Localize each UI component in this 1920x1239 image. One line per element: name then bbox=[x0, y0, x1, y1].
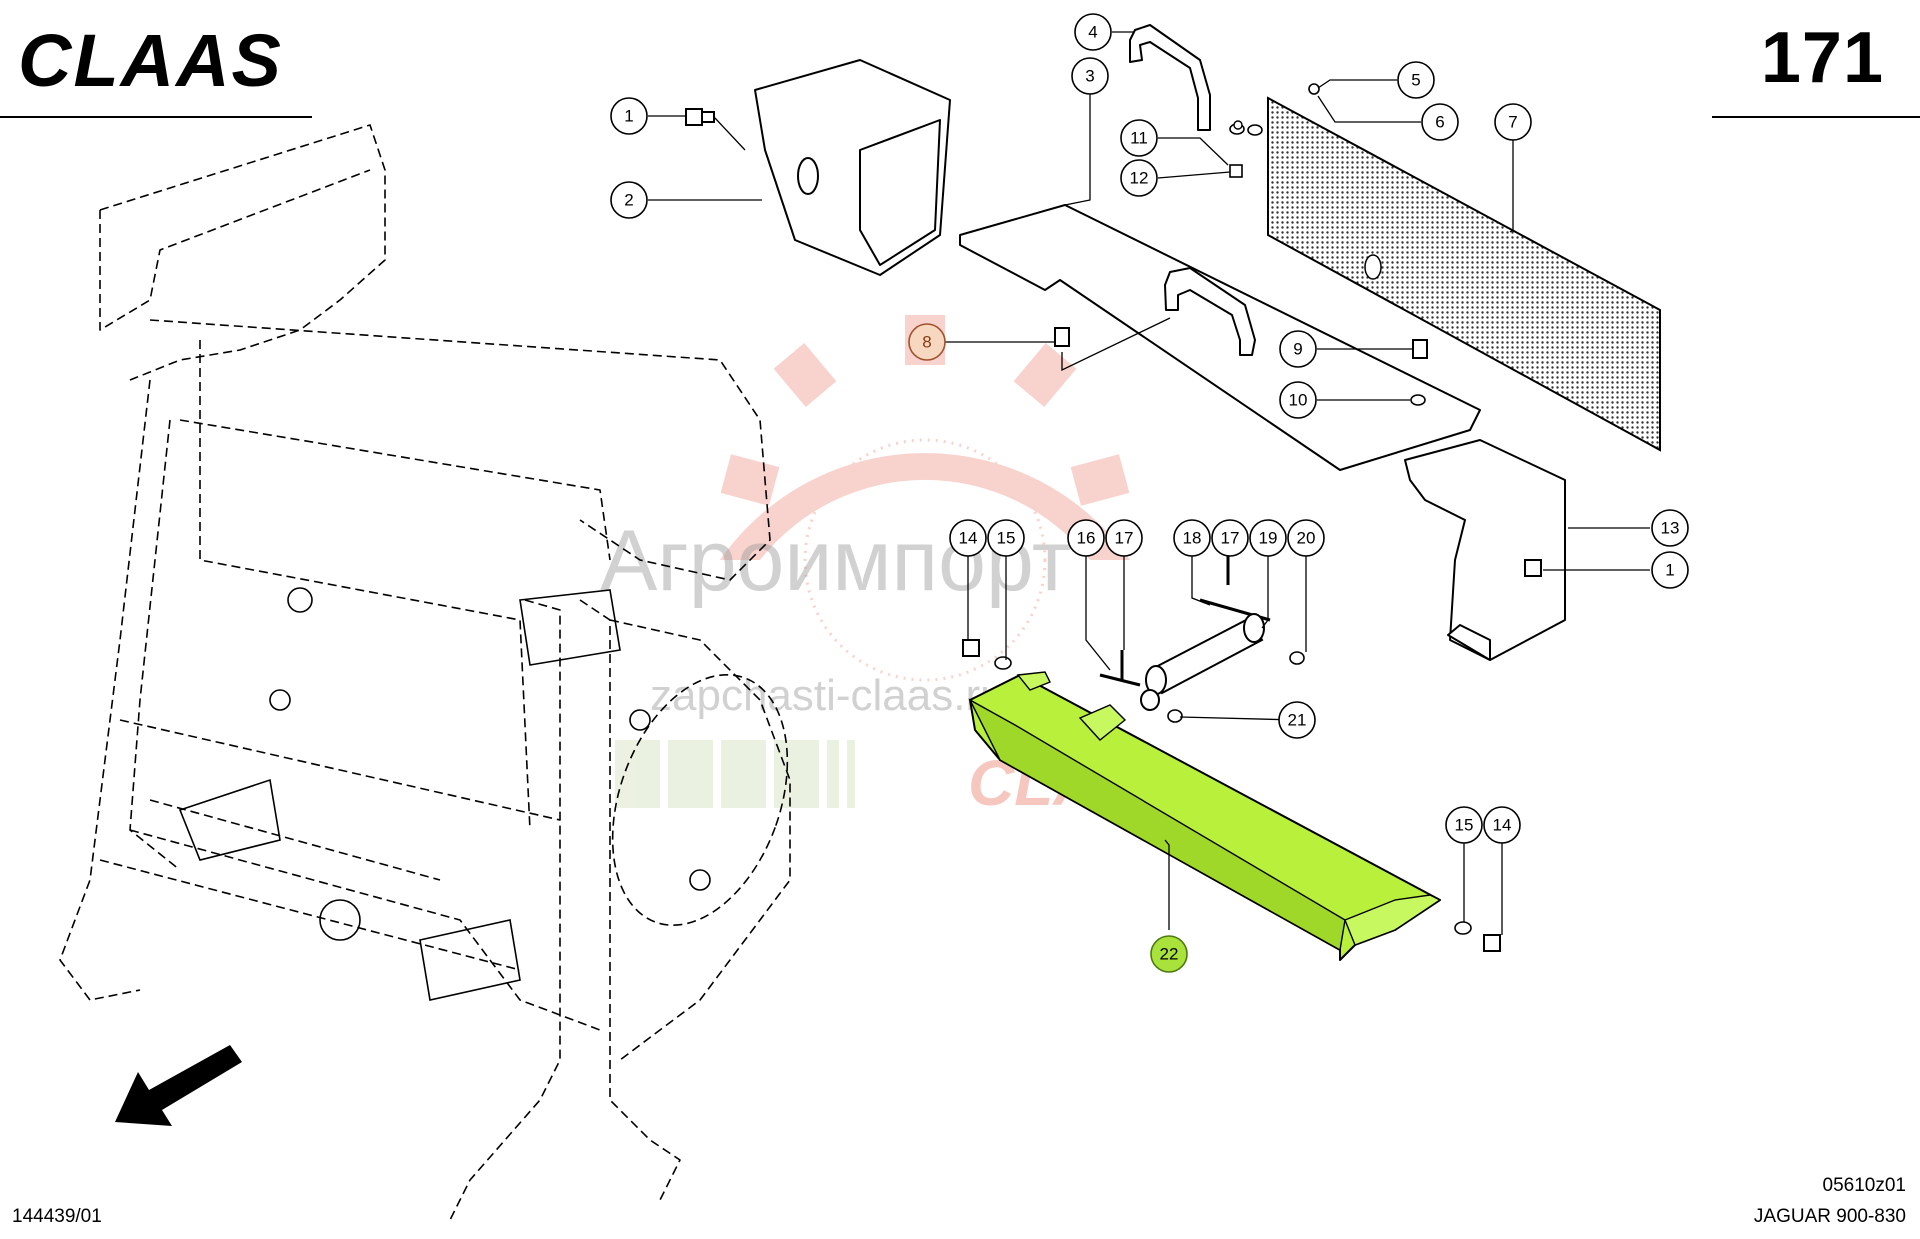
callout-21[interactable]: 21 bbox=[1278, 701, 1316, 739]
part-4-handle-mounted bbox=[1164, 267, 1256, 356]
callout-10[interactable]: 10 bbox=[1279, 381, 1317, 419]
svg-text:6: 6 bbox=[1435, 113, 1444, 132]
part-2-guard-inner bbox=[859, 119, 941, 266]
svg-text:20: 20 bbox=[1297, 529, 1316, 548]
drawing-id: 05610z01 bbox=[1822, 1175, 1906, 1196]
callout-11[interactable]: 11 bbox=[1120, 119, 1158, 157]
svg-text:5: 5 bbox=[1411, 71, 1420, 90]
part-4-handle bbox=[1129, 24, 1211, 131]
model-name: JAGUAR 900-830 bbox=[1753, 1206, 1906, 1227]
callout-14-right[interactable]: 14 bbox=[1483, 806, 1521, 844]
callout-2[interactable]: 2 bbox=[610, 181, 648, 219]
callout-3[interactable]: 3 bbox=[1071, 57, 1109, 95]
svg-text:8: 8 bbox=[922, 333, 931, 352]
svg-text:19: 19 bbox=[1259, 529, 1278, 548]
watermark-bars bbox=[615, 740, 855, 808]
chassis-frame bbox=[59, 124, 791, 1221]
callout-1-right[interactable]: 1 bbox=[1651, 551, 1689, 589]
callout-20[interactable]: 20 bbox=[1287, 519, 1325, 557]
document-id: 144439/01 bbox=[12, 1206, 102, 1227]
callout-5[interactable]: 5 bbox=[1397, 61, 1435, 99]
header-rule-left bbox=[0, 116, 312, 118]
svg-text:17: 17 bbox=[1115, 529, 1134, 548]
svg-text:1: 1 bbox=[1665, 561, 1674, 580]
callout-16[interactable]: 16 bbox=[1067, 519, 1105, 557]
callout-17-left[interactable]: 17 bbox=[1105, 519, 1143, 557]
claas-logo: CLAAS bbox=[18, 22, 283, 100]
direction-arrow-icon bbox=[115, 1045, 242, 1126]
watermark-url: zapchasti-claas.ru bbox=[650, 671, 1005, 720]
svg-text:9: 9 bbox=[1293, 340, 1302, 359]
svg-text:14: 14 bbox=[959, 529, 978, 548]
svg-text:4: 4 bbox=[1088, 23, 1097, 42]
svg-text:2: 2 bbox=[624, 191, 633, 210]
callout-7[interactable]: 7 bbox=[1494, 103, 1532, 141]
part-1-bolt bbox=[685, 108, 715, 126]
callout-15-right[interactable]: 15 bbox=[1445, 806, 1483, 844]
callout-9[interactable]: 9 bbox=[1279, 330, 1317, 368]
svg-text:1: 1 bbox=[624, 107, 633, 126]
svg-text:12: 12 bbox=[1130, 169, 1149, 188]
svg-text:15: 15 bbox=[1455, 816, 1474, 835]
callout-19[interactable]: 19 bbox=[1249, 519, 1287, 557]
svg-text:3: 3 bbox=[1085, 67, 1094, 86]
svg-text:11: 11 bbox=[1130, 129, 1148, 148]
callout-18[interactable]: 18 bbox=[1173, 519, 1211, 557]
callout-15-left[interactable]: 15 bbox=[987, 519, 1025, 557]
fasteners bbox=[962, 83, 1542, 952]
callout-14-left[interactable]: 14 bbox=[949, 519, 987, 557]
svg-text:14: 14 bbox=[1493, 816, 1512, 835]
svg-text:22: 22 bbox=[1160, 945, 1179, 964]
svg-text:10: 10 bbox=[1289, 391, 1308, 410]
svg-text:17: 17 bbox=[1221, 529, 1240, 548]
callout-6[interactable]: 6 bbox=[1421, 103, 1459, 141]
svg-text:18: 18 bbox=[1183, 529, 1202, 548]
part-3-cover bbox=[959, 204, 1481, 471]
part-13-bracket bbox=[1404, 439, 1566, 661]
callout-12[interactable]: 12 bbox=[1120, 159, 1158, 197]
part-22-guard-rail bbox=[968, 671, 1442, 961]
svg-text:15: 15 bbox=[997, 529, 1016, 548]
svg-text:7: 7 bbox=[1508, 113, 1517, 132]
callout-17-right[interactable]: 17 bbox=[1211, 519, 1249, 557]
svg-text:13: 13 bbox=[1661, 519, 1680, 538]
part-13-bracket-foot bbox=[1447, 624, 1491, 661]
callout-22[interactable]: 22 bbox=[1150, 935, 1188, 973]
svg-text:21: 21 bbox=[1288, 711, 1307, 730]
callout-13[interactable]: 13 bbox=[1651, 509, 1689, 547]
watermark-gear bbox=[720, 315, 1130, 682]
callout-4[interactable]: 4 bbox=[1074, 13, 1112, 51]
page-number: 171 bbox=[1760, 18, 1884, 98]
leader-lines bbox=[648, 31, 1650, 935]
claas-logo-text: CLAAS bbox=[18, 22, 283, 100]
part-7-screen bbox=[1267, 96, 1661, 452]
svg-text:16: 16 bbox=[1077, 529, 1096, 548]
callout-8[interactable]: 8 bbox=[908, 323, 946, 361]
header-rule-right bbox=[1712, 116, 1920, 118]
callout-1-top[interactable]: 1 bbox=[610, 97, 648, 135]
